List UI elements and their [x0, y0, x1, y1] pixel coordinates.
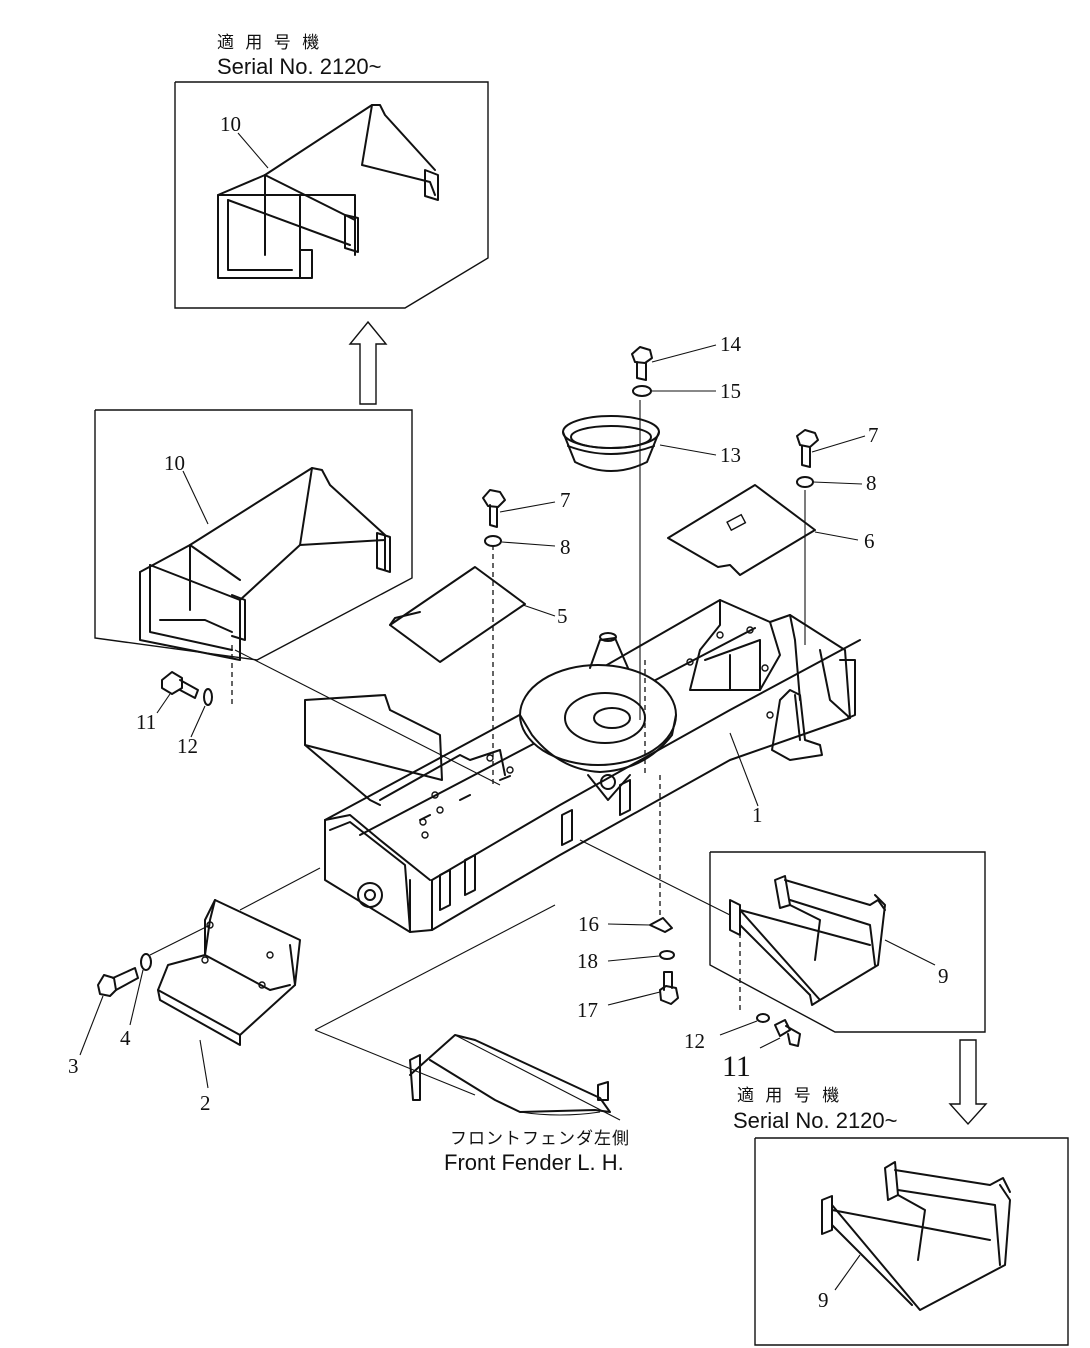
callout-5: 5: [557, 604, 568, 628]
right-guard-box: 9 12 11: [684, 851, 986, 1083]
callout-13: 13: [720, 443, 741, 467]
bolt-11-right: [774, 1019, 801, 1047]
top-inset-serial: Serial No. 2120~: [217, 54, 382, 79]
top-inset-box: 適 用 号 機 Serial No. 2120~ 10: [174, 33, 489, 309]
callout-18: 18: [577, 949, 598, 973]
leader-10: [182, 470, 209, 525]
bolt-11-left: [161, 671, 199, 699]
top-guard-10: [217, 104, 439, 279]
callout-10: 10: [164, 451, 185, 475]
callout-12: 12: [177, 734, 198, 758]
bottom-inset-jp-label: 適 用 号 機: [737, 1086, 842, 1106]
callout-8-right: 8: [866, 471, 877, 495]
callout-7-left: 7: [560, 488, 571, 512]
callout-3: 3: [68, 1054, 79, 1078]
front-fender-jp: フロントフェンダ左側: [450, 1129, 630, 1149]
callout-6: 6: [864, 529, 875, 553]
bolt-3: 3: [68, 967, 139, 1078]
bottom-guard-9: [821, 1161, 1011, 1311]
up-arrow: [348, 320, 388, 405]
top-inset-frame: [174, 81, 489, 309]
callout-9: 9: [938, 964, 949, 988]
front-fender-lh: フロントフェンダ左側 Front Fender L. H.: [314, 904, 630, 1175]
callout-16: 16: [578, 912, 599, 936]
callout-7-right: 7: [868, 423, 879, 447]
down-arrow: [948, 1039, 988, 1126]
guard-9: [729, 875, 886, 1006]
bolt-17: 17: [577, 971, 679, 1022]
washer-18: 18: [577, 949, 675, 973]
washer-8-right: 8: [796, 471, 877, 495]
bolt-14: 14: [631, 332, 742, 381]
front-fender-en: Front Fender L. H.: [444, 1150, 624, 1175]
bottom-inset-frame: [754, 1137, 1069, 1346]
washer-12-right: [756, 1013, 770, 1023]
washer-4: 4: [120, 953, 152, 1050]
callout-10-top: 10: [220, 112, 241, 136]
bottom-inset-serial: Serial No. 2120~: [733, 1108, 898, 1133]
right-guard-frame: [709, 851, 986, 1033]
left-guard-box: 10 11 12: [94, 409, 413, 758]
callout-2: 2: [200, 1091, 211, 1115]
leader-10-top: [237, 132, 269, 169]
left-guard-frame: [94, 409, 413, 661]
fender-2: 2: [157, 899, 301, 1115]
callout-9-bottom: 9: [818, 1288, 829, 1312]
callout-12-right: 12: [684, 1029, 705, 1053]
callout-11-right: 11: [722, 1050, 751, 1083]
bolt-7-right: 7: [796, 423, 879, 468]
callout-11: 11: [136, 710, 156, 734]
bearing-ring-13: 13: [562, 415, 741, 472]
main-frame-1: 1: [304, 599, 861, 933]
callout-17: 17: [577, 998, 598, 1022]
plate-5: 5: [389, 566, 568, 663]
callout-4: 4: [120, 1026, 131, 1050]
plate-6: 6: [667, 484, 875, 576]
washer-12-left: [203, 688, 213, 706]
clip-16: 16: [578, 912, 673, 936]
callout-1: 1: [752, 803, 763, 827]
top-inset-jp-label: 適 用 号 機: [217, 33, 322, 53]
callout-15: 15: [720, 379, 741, 403]
bottom-inset-box: 適 用 号 機 Serial No. 2120~ 9: [733, 1086, 1069, 1346]
assembly-lines: [149, 400, 806, 1010]
washer-15: 15: [632, 379, 741, 403]
washer-8-left: 8: [484, 535, 571, 559]
leader-1: [729, 732, 759, 807]
guard-10: [139, 467, 391, 661]
callout-14: 14: [720, 332, 742, 356]
bolt-7-left: 7: [482, 488, 571, 528]
callout-8-left: 8: [560, 535, 571, 559]
